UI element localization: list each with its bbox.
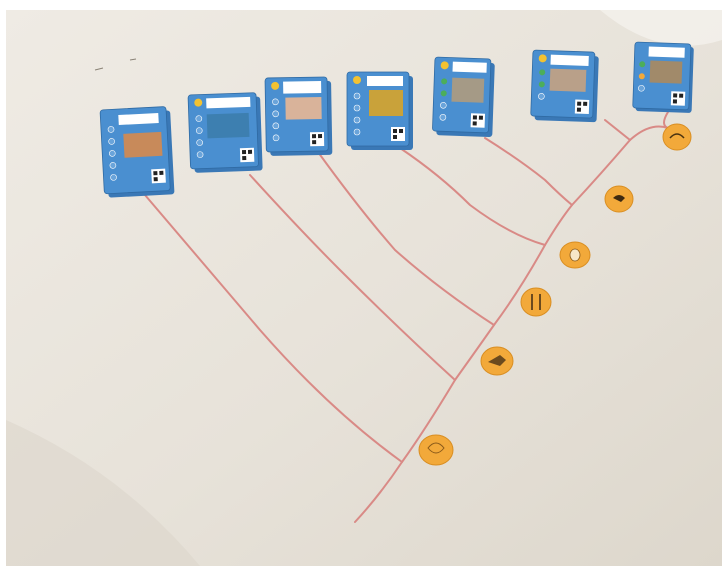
card-6-qr [574,99,590,114]
bone-icon [531,294,541,310]
card-7[interactable] [632,41,694,113]
card-3-qr [309,131,325,147]
cladogram-string [144,111,669,523]
paper-mark [94,58,137,71]
string-branch-3 [317,151,495,326]
card-3[interactable] [264,76,333,156]
card-7-image [649,60,683,84]
string-branch-4 [399,147,546,246]
hair-icon [613,195,625,202]
card-1[interactable] [99,106,175,198]
card-3-image [285,97,322,120]
card-4[interactable] [346,71,413,150]
string-branch-5 [484,137,573,206]
token-1[interactable] [418,434,454,466]
card-5-image [451,77,485,103]
token-4[interactable] [559,241,591,269]
fin-icon [488,355,506,366]
token-5[interactable] [604,185,634,213]
string-trunk [354,125,669,523]
token-3[interactable] [520,287,552,317]
egg-icon [569,248,581,262]
card-5[interactable] [432,56,495,137]
string-branch-2 [249,174,456,381]
card-5-qr [470,113,486,128]
paper-shadow [6,420,200,566]
token-6[interactable] [662,123,692,151]
shell-icon [427,442,445,454]
token-2[interactable] [480,346,514,376]
card-1-qr [151,168,166,184]
feather-icon [669,133,685,139]
card-4-image [369,90,403,116]
paper-highlight [600,10,722,46]
card-1-image [123,131,163,158]
card-2[interactable] [187,92,263,173]
card-2-qr [239,147,255,163]
card-6-image [549,68,587,92]
card-6[interactable] [530,49,599,123]
string-branch-6 [604,119,631,141]
string-branch-1 [144,194,403,463]
card-7-qr [670,91,686,106]
card-2-image [206,112,250,139]
